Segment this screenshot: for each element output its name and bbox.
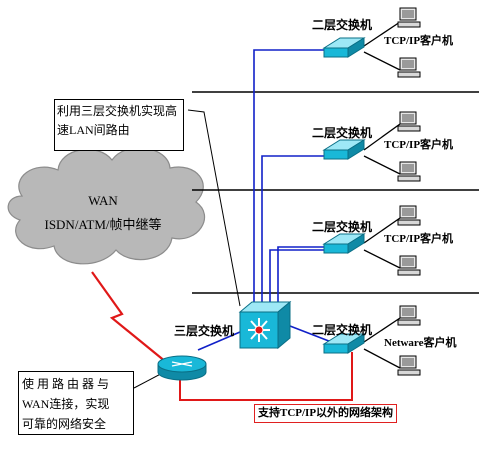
- layer3-switch-label: 三层交换机: [174, 324, 235, 338]
- layer2-switch-icon: [322, 37, 366, 58]
- cloud-label-protocols: ISDN/ATM/帧中继等: [44, 217, 162, 232]
- separator-lines: [192, 91, 479, 294]
- callout-router-wan: 使 用 路 由 器 与 WAN连接，实现 可靠的网络安全: [18, 371, 134, 435]
- computer-icon: [397, 7, 421, 28]
- segment-1-switch-label: 二层交换机: [312, 18, 373, 32]
- segment-3-switch-label: 二层交换机: [312, 220, 373, 234]
- layer2-switch-icon: [322, 139, 366, 160]
- non-tcpip-architecture-label: 支持TCP/IP以外的网络架构: [254, 404, 398, 423]
- router-icon: [157, 355, 207, 381]
- router-to-switch-link: [179, 352, 353, 401]
- segment-1-client-label: TCP/IP客户机: [384, 35, 454, 47]
- computer-icon: [397, 111, 421, 132]
- computer-icon: [397, 205, 421, 226]
- client-links: [363, 21, 401, 369]
- computer-icon: [397, 255, 421, 276]
- callout-router-line1: 使 用 路 由 器 与: [22, 377, 110, 391]
- cloud-label-wan: WAN: [88, 193, 118, 208]
- layer2-switch-icon: [322, 333, 366, 354]
- segment-3-client-label: TCP/IP客户机: [384, 233, 454, 245]
- computer-icon: [397, 57, 421, 78]
- callout-l3-line2: 速LAN间路由: [57, 123, 130, 137]
- segment-2-switch-label: 二层交换机: [312, 126, 373, 140]
- segment-4-client-label: Netware客户机: [384, 337, 457, 349]
- segment-2-client-label: TCP/IP客户机: [384, 139, 454, 151]
- computer-icon: [397, 161, 421, 182]
- trunk-links: [197, 49, 335, 351]
- layer2-switch-icon: [322, 233, 366, 254]
- callout-l3-line1: 利用三层交换机实现高: [57, 104, 178, 118]
- callout-router-line3: 可靠的网络安全: [22, 417, 107, 431]
- layer3-switch-icon: [238, 300, 292, 350]
- wan-link: [91, 271, 167, 363]
- computer-icon: [397, 305, 421, 326]
- computer-icon: [397, 355, 421, 376]
- callout-router-line2: WAN连接，实现: [22, 397, 110, 411]
- segment-4-switch-label: 二层交换机: [312, 323, 373, 337]
- callout-l3-routing: 利用三层交换机实现高 速LAN间路由: [54, 99, 184, 151]
